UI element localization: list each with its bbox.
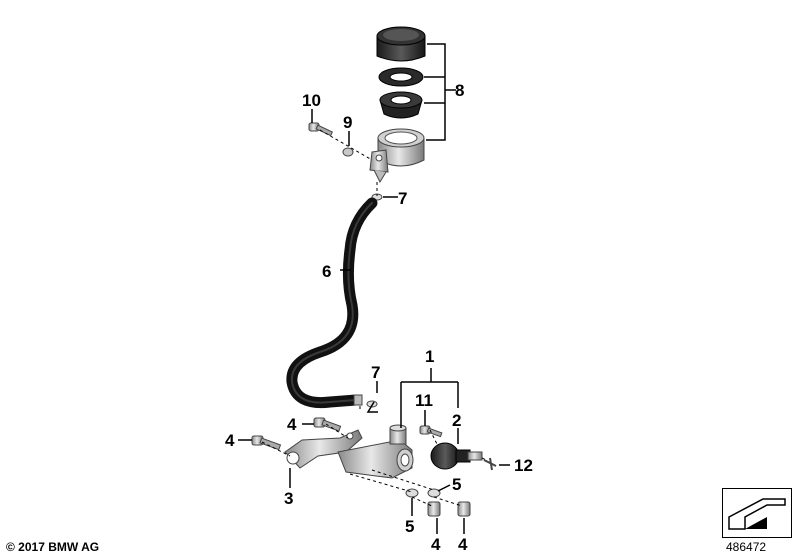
fluid-hose: [286, 197, 378, 409]
callout-6: 6: [322, 262, 331, 281]
cap-gasket: [378, 67, 424, 87]
leader-lines: [238, 43, 510, 534]
callout-8: 8: [455, 81, 464, 100]
bolt-4-left: [251, 435, 282, 451]
bolt-11: [419, 425, 443, 438]
callout-2: 2: [452, 411, 461, 430]
callout-4-bottom-right: 4: [458, 535, 468, 554]
callout-3: 3: [284, 489, 293, 508]
diagram-number: 486472: [726, 540, 767, 554]
clip-pin: [483, 457, 497, 471]
callout-5-right: 5: [452, 475, 461, 494]
callout-1: 1: [425, 347, 434, 366]
reference-thumbnail: [722, 488, 792, 538]
fluid-reservoir: [369, 128, 425, 184]
callout-4-left: 4: [225, 431, 235, 450]
reservoir-diaphragm: [379, 91, 423, 119]
callout-7-lower: 7: [371, 363, 380, 382]
reservoir-cap: [376, 26, 426, 62]
clutch-master-cylinder: [337, 424, 414, 479]
motorcycle-arrow-icon: [728, 498, 786, 530]
callout-7-upper: 7: [398, 189, 407, 208]
callout-12: 12: [514, 456, 533, 475]
assembly-lines: [261, 129, 487, 507]
washer-9: [342, 147, 354, 157]
dust-boot: [430, 442, 483, 470]
callout-4-bottom-left: 4: [431, 535, 441, 554]
bolt-10: [308, 122, 334, 137]
callout-10: 10: [302, 91, 321, 110]
copyright-text: © 2017 BMW AG: [6, 540, 100, 554]
bolt-4-bottom-left: [427, 501, 441, 517]
bracket-3: [284, 429, 363, 469]
bolt-4-upper: [313, 417, 342, 432]
callout-5-left: 5: [405, 517, 414, 536]
bolt-4-bottom-right: [457, 501, 471, 517]
callout-9: 9: [343, 113, 352, 132]
callout-4-upper: 4: [287, 415, 297, 434]
washer-5-left: [405, 488, 419, 498]
callout-11: 11: [415, 391, 433, 410]
